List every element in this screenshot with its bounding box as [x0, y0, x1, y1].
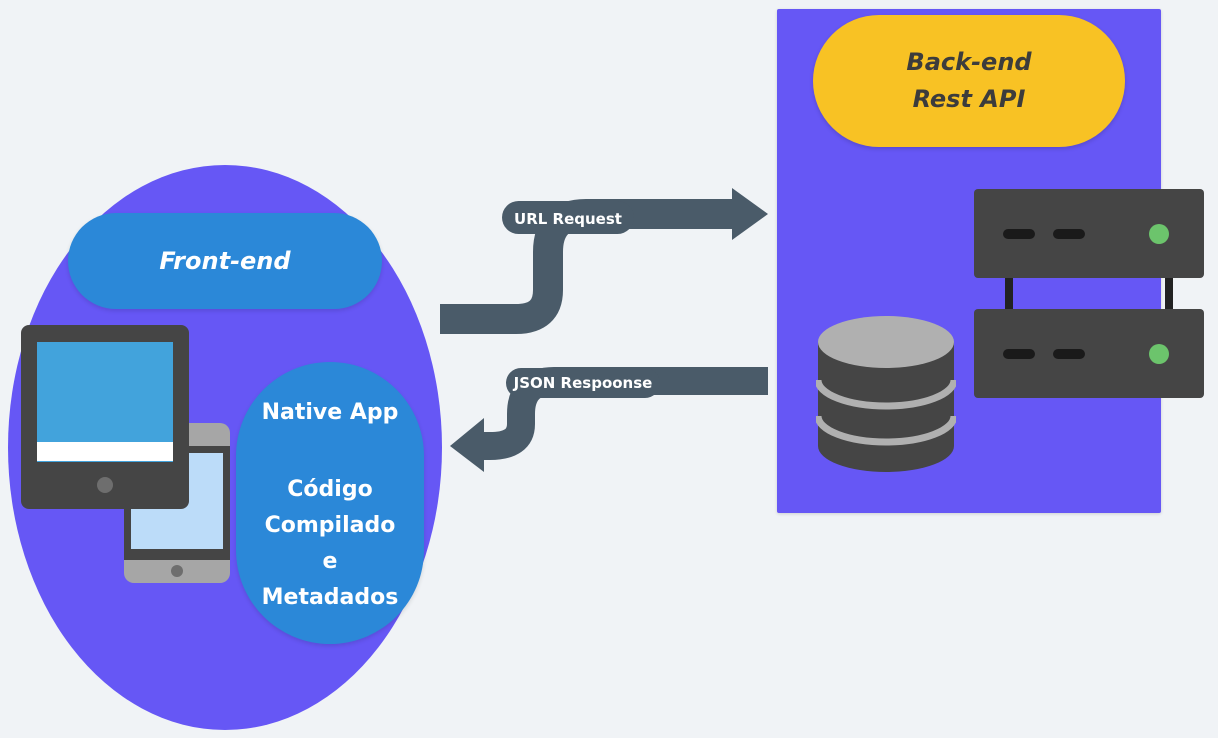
server-unit-bottom — [974, 309, 1204, 398]
request-arrow: URL Request — [440, 188, 768, 334]
e-label: e — [322, 549, 338, 574]
request-label: URL Request — [514, 210, 622, 228]
devices-illustration — [21, 325, 230, 583]
backend-title-line1: Back-end — [906, 48, 1032, 76]
native-app-pill: Native App Código Compilado e Metadados — [236, 362, 424, 644]
database-icon — [816, 316, 956, 472]
tablet-icon — [21, 325, 189, 509]
frontend-title: Front-end — [159, 247, 291, 275]
compilado-label: Compilado — [264, 513, 396, 538]
response-label: JSON Respoonse — [513, 374, 653, 392]
frontend-title-pill: Front-end — [68, 213, 382, 309]
status-led-icon — [1149, 344, 1169, 364]
codigo-label: Código — [287, 477, 373, 502]
backend-title-line2: Rest API — [912, 85, 1026, 113]
native-app-label: Native App — [261, 400, 399, 425]
response-label-badge — [506, 368, 660, 398]
response-arrow: JSON Respoonse — [450, 367, 768, 472]
server-unit-top — [974, 189, 1204, 278]
metadados-label: Metadados — [261, 585, 399, 610]
backend-title-pill: Back-end Rest API — [813, 15, 1125, 147]
server-rack-icon — [974, 189, 1204, 398]
request-label-badge — [502, 201, 634, 234]
status-led-icon — [1149, 224, 1169, 244]
